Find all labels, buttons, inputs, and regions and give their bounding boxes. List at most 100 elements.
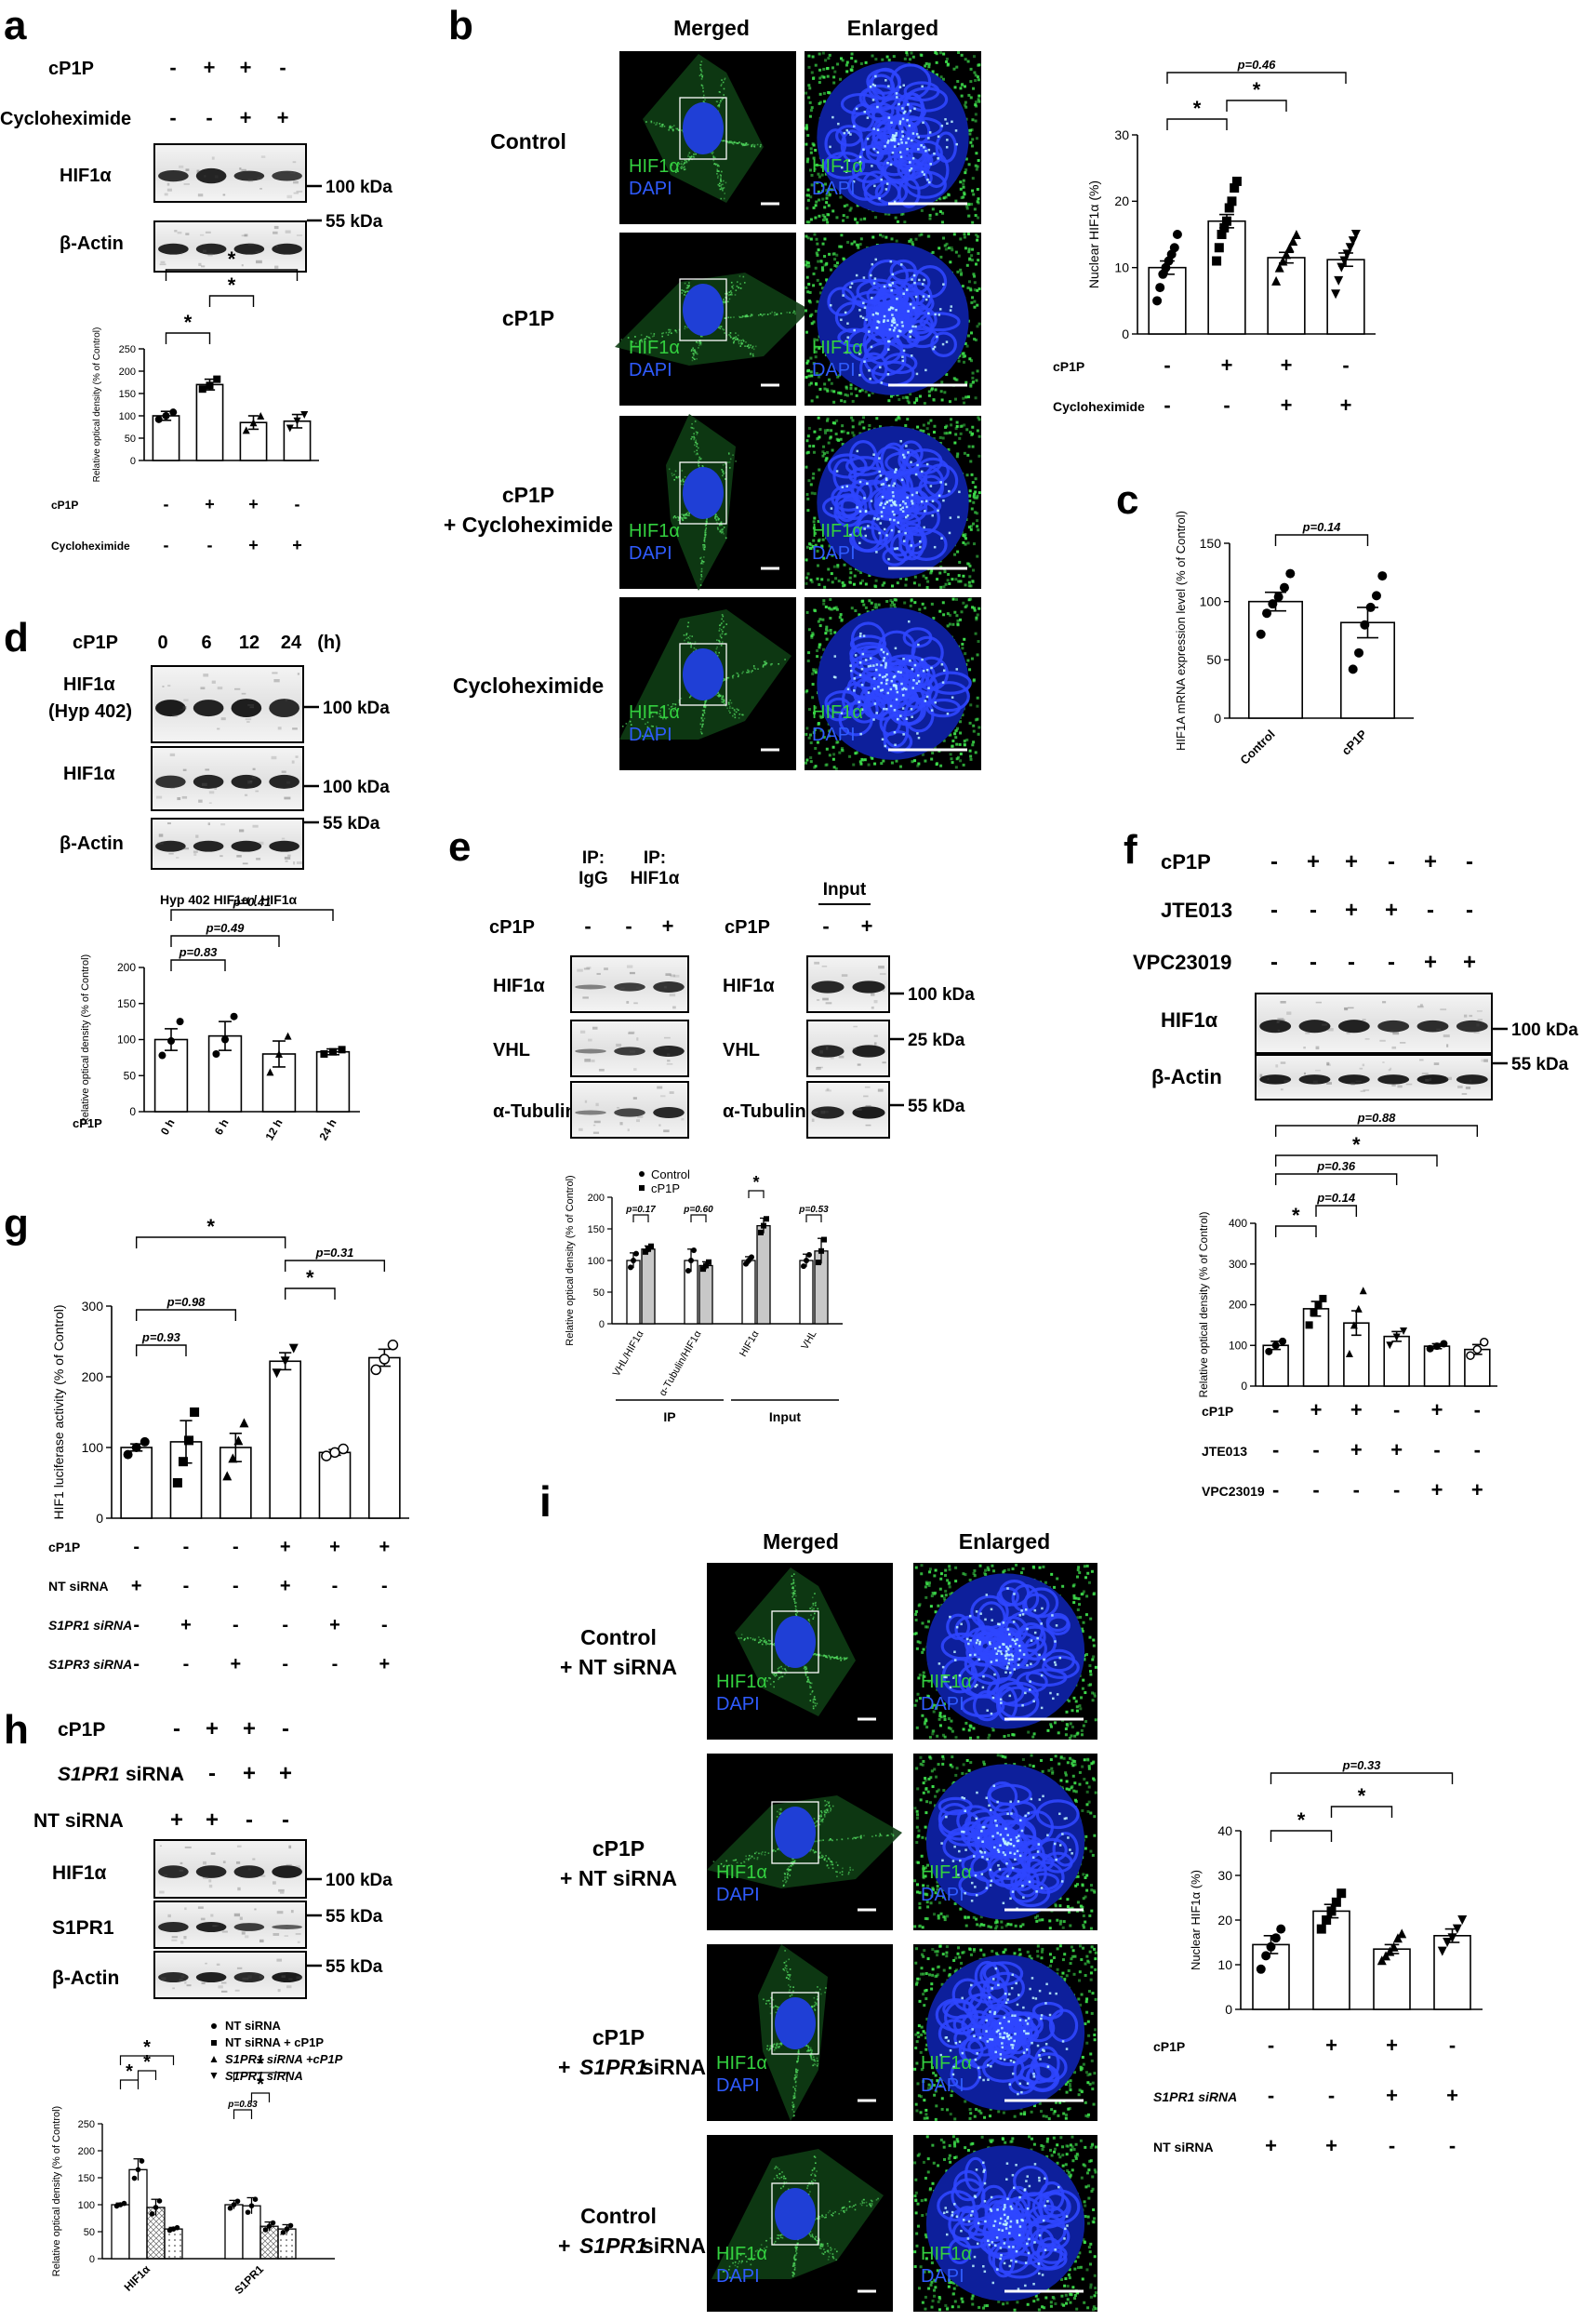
hif1a-signal <box>931 752 935 755</box>
hif1a-signal <box>764 663 765 665</box>
hif1a-signal <box>920 53 924 57</box>
hif1a-signal <box>645 335 648 338</box>
hif1a-signal <box>681 514 683 515</box>
hif1a-signal <box>715 100 718 102</box>
hif1a-signal <box>733 340 736 342</box>
hif1a-signal <box>780 313 782 314</box>
hif1a-signal <box>969 703 973 707</box>
hif1a-signal <box>858 613 861 617</box>
zoom-box <box>679 461 727 525</box>
hif1a-signal <box>818 175 821 179</box>
hif1a-signal <box>924 576 928 580</box>
hif1a-signal <box>836 375 840 379</box>
hif1a-signal <box>748 672 750 674</box>
hif1a-signal <box>825 637 829 641</box>
hif1a-signal <box>970 203 974 207</box>
hif1a-signal <box>859 571 863 575</box>
hif1a-signal <box>747 671 750 673</box>
hif1a-signal <box>824 182 828 186</box>
hif1a-signal <box>909 393 912 396</box>
colocalized-signal <box>869 657 872 660</box>
colocalized-signal <box>855 107 858 111</box>
hif1a-signal <box>956 727 960 730</box>
colocalized-signal <box>883 285 886 288</box>
hif1a-signal <box>717 528 719 530</box>
colocalized-signal <box>920 144 923 147</box>
hif1a-signal <box>887 212 891 216</box>
hif1a-signal <box>834 767 838 770</box>
hif1a-signal <box>962 182 965 186</box>
hif1a-signal <box>682 516 685 519</box>
hif1a-signal <box>723 180 725 182</box>
hif1a-signal <box>807 282 811 286</box>
colocalized-signal <box>867 691 871 694</box>
hif1a-signal <box>878 425 882 429</box>
colocalized-signal <box>946 139 949 141</box>
hif1a-signal <box>809 237 813 241</box>
hif1a-signal <box>685 291 686 294</box>
hif1a-signal <box>719 530 722 533</box>
row-label-cycloheximide: + Cycloheximide <box>444 513 613 537</box>
hif1a-signal <box>977 251 980 255</box>
hif1a-signal <box>721 79 723 81</box>
colocalized-signal <box>891 510 895 514</box>
hif1a-signal <box>720 524 723 527</box>
hif1a-signal <box>736 142 738 144</box>
hif1a-signal <box>968 494 972 498</box>
hif1a-signal <box>662 717 664 720</box>
hif1a-signal <box>712 156 715 159</box>
hif1a-signal <box>814 706 818 710</box>
hif1a-signal <box>725 140 727 142</box>
hif1a-signal <box>948 400 951 404</box>
hif1a-signal <box>963 743 966 747</box>
blot-noise <box>292 161 297 164</box>
hif1a-signal <box>669 127 672 128</box>
blot-noise <box>159 263 166 266</box>
colocalized-signal <box>898 120 902 123</box>
colocalized-signal <box>915 491 919 494</box>
hif1a-signal <box>633 345 635 348</box>
hif1a-signal <box>702 723 704 726</box>
hif1a-signal <box>716 172 718 175</box>
hif1a-signal <box>821 242 825 246</box>
hif1a-signal <box>964 171 967 175</box>
hif1a-signal <box>969 584 973 588</box>
hif1a-signal <box>824 632 828 635</box>
blot-noise <box>199 233 205 236</box>
hif1a-signal <box>703 94 705 97</box>
hif1a-signal <box>806 236 810 240</box>
hif1a-signal <box>805 610 809 614</box>
hif1a-signal <box>809 147 813 151</box>
hif1a-signal <box>685 634 688 635</box>
colocalized-signal <box>907 310 910 313</box>
hif1a-signal <box>831 554 834 557</box>
hif1a-signal <box>728 294 731 296</box>
hif1a-signal <box>647 336 650 339</box>
hif1a-signal <box>700 570 703 572</box>
colocalized-signal <box>889 260 893 263</box>
hif1a-signal <box>698 340 701 343</box>
hif1a-signal <box>742 315 744 318</box>
colocalized-signal <box>926 178 929 181</box>
colocalized-signal <box>901 694 905 697</box>
colocalized-signal <box>940 125 944 127</box>
hif1a-signal <box>673 474 675 475</box>
hif1a-signal <box>665 331 668 334</box>
colocalized-signal <box>901 355 904 358</box>
hif1a-signal <box>699 730 702 733</box>
colocalized-signal <box>884 744 886 748</box>
hif1a-signal <box>712 151 714 153</box>
hif1a-signal <box>691 635 694 637</box>
colocalized-signal <box>863 497 866 500</box>
colocalized-signal <box>941 342 945 346</box>
hif1a-signal <box>815 251 818 255</box>
hif1a-signal <box>809 483 813 487</box>
hif1a-signal <box>672 125 675 127</box>
hif1a-signal <box>974 103 978 107</box>
hif1a-signal <box>978 322 981 326</box>
hif1a-signal <box>728 140 731 142</box>
hif1a-signal <box>892 603 896 607</box>
colocalized-signal <box>910 167 913 170</box>
hif1a-signal <box>974 632 978 635</box>
colocalized-signal <box>887 484 891 487</box>
